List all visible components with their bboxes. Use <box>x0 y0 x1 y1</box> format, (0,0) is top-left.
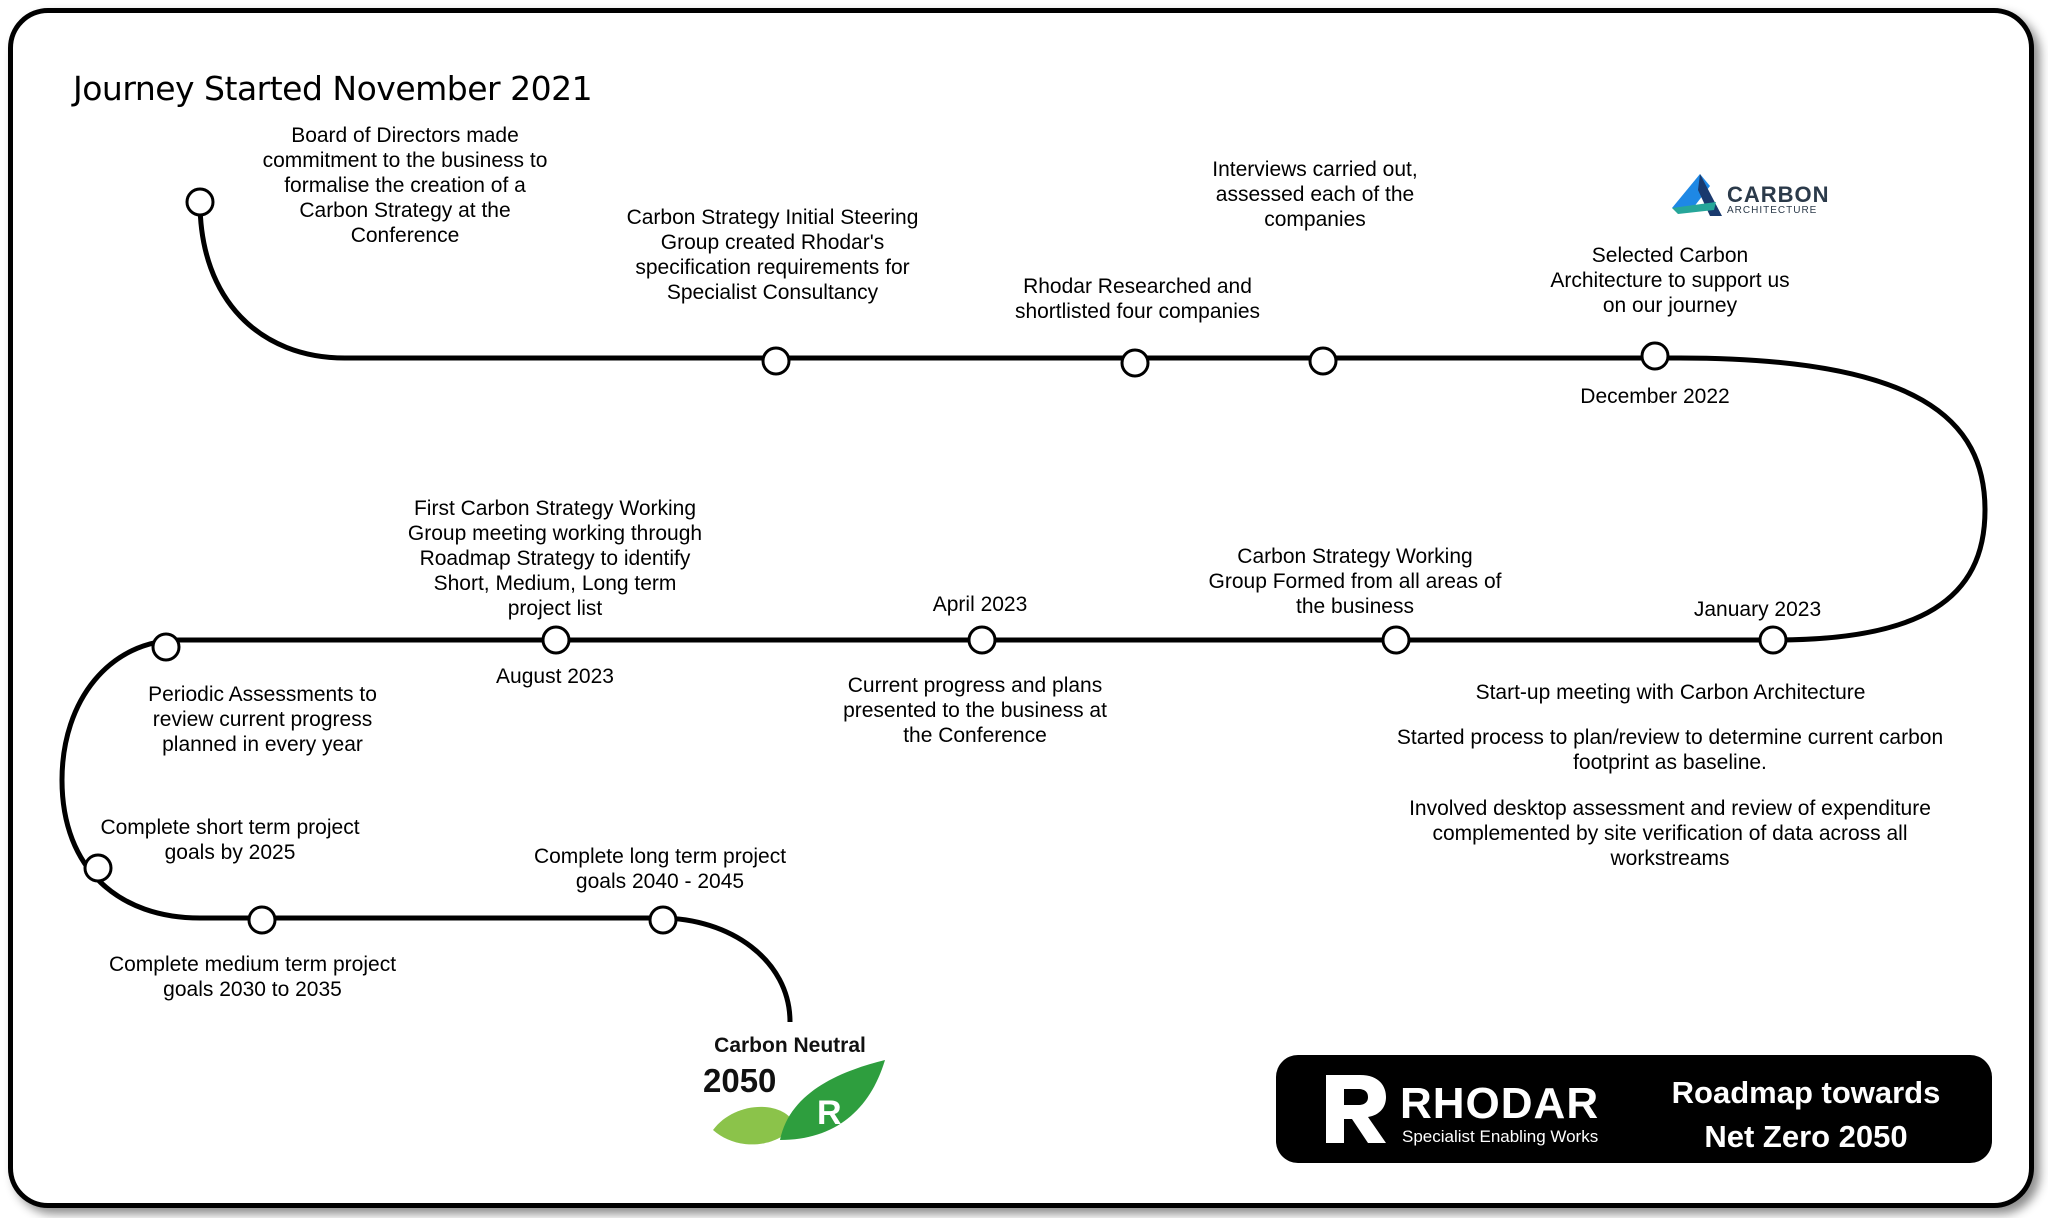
rhodar-brand-box: RHODAR Specialist Enabling Works Roadmap… <box>1276 1055 1992 1163</box>
carbon-neutral-year: 2050 <box>703 1062 777 1099</box>
milestone-steering-label: Carbon Strategy Initial Steering Group c… <box>626 206 919 304</box>
carbon-architecture-sub: ARCHITECTURE <box>1727 205 1818 216</box>
timeline-line <box>59 201 1988 1023</box>
milestone-node-dec-2022 <box>1640 341 1670 371</box>
milestone-desktop-label: Involved desktop assessment and review o… <box>1409 797 1931 870</box>
milestone-node-steering <box>761 346 791 376</box>
milestone-node-interviews <box>1308 346 1338 376</box>
milestone-node-working-group <box>1381 625 1411 655</box>
milestone-node-jan-2023 <box>1758 625 1788 655</box>
leaf-dark-icon <box>780 1060 885 1140</box>
rhodar-tagline: Specialist Enabling Works <box>1402 1127 1599 1146</box>
milestone-node-long-term <box>648 905 678 935</box>
milestone-node-periodic <box>151 632 181 662</box>
milestone-interviews-label: Interviews carried out, assessed each of… <box>1212 158 1418 231</box>
date-april-2023: April 2023 <box>932 593 1028 616</box>
rhodar-logo-icon <box>1326 1075 1386 1143</box>
milestone-node-apr-2023 <box>967 625 997 655</box>
milestone-selected-label: Selected Carbon Architecture to support … <box>1550 244 1790 317</box>
milestone-baseline-label: Started process to plan/review to determ… <box>1396 726 1944 774</box>
milestone-short-term-label: Complete short term project goals by 202… <box>100 816 360 864</box>
journey-title: Journey Started November 2021 <box>73 69 593 108</box>
carbon-architecture-word: CARBON <box>1727 182 1830 207</box>
date-january-2023: January 2023 <box>1693 598 1822 621</box>
milestone-medium-term-label: Complete medium term project goals 2030 … <box>108 953 397 1001</box>
carbon-neutral-title: Carbon Neutral <box>714 1034 866 1057</box>
milestone-node-short-term <box>83 853 113 883</box>
milestone-board-label: Board of Directors made commitment to th… <box>262 124 548 247</box>
milestone-node-aug-2023 <box>541 625 571 655</box>
rhodar-name: RHODAR <box>1400 1079 1600 1128</box>
leaf-light-icon <box>713 1106 795 1145</box>
milestone-node-start <box>185 187 215 217</box>
milestone-startup-label: Start-up meeting with Carbon Architectur… <box>1475 681 1866 704</box>
milestone-progress-label: Current progress and plans presented to … <box>843 674 1107 747</box>
ca-logo-mark-right <box>1698 174 1722 216</box>
milestone-long-term-label: Complete long term project goals 2040 - … <box>533 845 787 893</box>
milestone-node-medium-term <box>247 905 277 935</box>
milestone-node-research <box>1120 348 1150 378</box>
milestone-working-group-label: Carbon Strategy Working Group Formed fro… <box>1208 545 1502 618</box>
milestone-research-label: Rhodar Researched and shortlisted four c… <box>1014 275 1261 323</box>
carbon-architecture-logo <box>1672 174 1722 216</box>
date-december-2022: December 2022 <box>1580 385 1730 408</box>
milestone-periodic-label: Periodic Assessments to review current p… <box>148 683 377 756</box>
roadmap-title: Roadmap towards Net Zero 2050 <box>1671 1075 1941 1154</box>
milestone-first-meeting-label: First Carbon Strategy Working Group meet… <box>407 497 703 620</box>
carbon-neutral-badge: R <box>713 1060 885 1145</box>
badge-r-letter: R <box>817 1094 842 1132</box>
date-august-2023: August 2023 <box>496 665 614 688</box>
ca-logo-mark-base <box>1672 202 1716 214</box>
